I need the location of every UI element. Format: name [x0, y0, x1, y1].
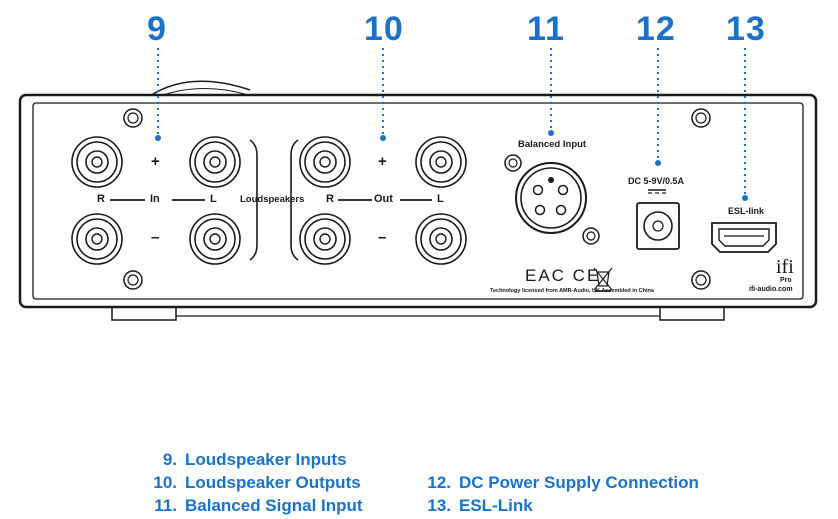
- screw-bottom-right: [691, 270, 711, 290]
- minus-label-in: –: [151, 229, 160, 246]
- terminal-in-r-plus: [71, 136, 123, 188]
- r-label-out: R: [326, 193, 334, 205]
- callout-13: 13: [726, 10, 766, 48]
- out-label: Out: [374, 193, 393, 205]
- legend-item: 12. DC Power Supply Connection: [417, 471, 699, 494]
- terminal-out-r-plus: [299, 136, 351, 188]
- l-label-in: L: [210, 193, 217, 205]
- plus-label-out: +: [378, 153, 387, 170]
- weee-bin-icon: [593, 267, 613, 292]
- bracket-right: [290, 139, 299, 261]
- legend-number: 13.: [427, 496, 451, 515]
- legend-item: 11. Balanced Signal Input: [143, 494, 363, 517]
- balanced-input-label: Balanced Input: [518, 139, 587, 150]
- callout-10: 10: [364, 10, 404, 48]
- terminal-out-l-minus: [415, 213, 467, 265]
- panel-body: [18, 93, 818, 309]
- legend-number: 9.: [162, 450, 177, 469]
- callout-12: 12: [636, 10, 676, 48]
- bracket-left: [249, 139, 258, 261]
- terminal-out-r-minus: [299, 213, 351, 265]
- l-label-out: L: [437, 193, 444, 205]
- legend-label: Loudspeaker Outputs: [185, 473, 361, 492]
- xlr-connector: [504, 154, 600, 245]
- esl-link-port: [711, 222, 777, 253]
- dc-power-jack: [636, 189, 680, 250]
- callout-leader-lines: [157, 48, 746, 195]
- foot-right: [659, 307, 725, 321]
- technology-note: Technology licensed from AMR-Audio, UK A…: [490, 288, 654, 294]
- terminal-in-r-minus: [71, 213, 123, 265]
- loudspeakers-label: Loudspeakers: [240, 194, 305, 205]
- terminal-in-l-minus: [189, 213, 241, 265]
- legend-item: 10. Loudspeaker Outputs: [143, 471, 363, 494]
- screw-bottom-left: [123, 270, 143, 290]
- legend-right: 12. DC Power Supply Connection 13. ESL-Lin…: [417, 471, 699, 517]
- legend-number: 12.: [427, 473, 451, 492]
- legend-number: 10.: [153, 473, 177, 492]
- minus-label-out: –: [378, 229, 387, 246]
- legend-label: DC Power Supply Connection: [459, 473, 699, 492]
- r-label-in: R: [97, 193, 105, 205]
- legend-left: 9. Loudspeaker Inputs 10. Loudspeaker Outp…: [143, 448, 363, 517]
- legend-label: Balanced Signal Input: [185, 496, 363, 515]
- screw-top-right: [691, 108, 711, 128]
- legend-item: 13. ESL-Link: [417, 494, 699, 517]
- brand-sub-label: Pro: [780, 277, 792, 284]
- in-label: In: [150, 193, 160, 205]
- esl-link-label: ESL-link: [728, 206, 765, 216]
- plus-label-in: +: [151, 153, 160, 170]
- dc-rating-label: DC 5-9V/0.5A: [628, 176, 685, 186]
- legend-item: 9. Loudspeaker Inputs: [143, 448, 363, 471]
- legend-number: 11.: [154, 496, 177, 515]
- terminal-out-l-plus: [415, 136, 467, 188]
- terminal-in-l-plus: [189, 136, 241, 188]
- callout-9: 9: [147, 10, 167, 48]
- callout-11: 11: [527, 10, 565, 48]
- legend-label: ESL-Link: [459, 496, 533, 515]
- certification-marks: EAC CE: [525, 266, 601, 285]
- foot-left: [111, 307, 177, 321]
- website-label: ifi-audio.com: [749, 286, 793, 293]
- legend-label: Loudspeaker Inputs: [185, 450, 347, 469]
- brand-logo: ifi: [776, 256, 794, 278]
- screw-top-left: [123, 108, 143, 128]
